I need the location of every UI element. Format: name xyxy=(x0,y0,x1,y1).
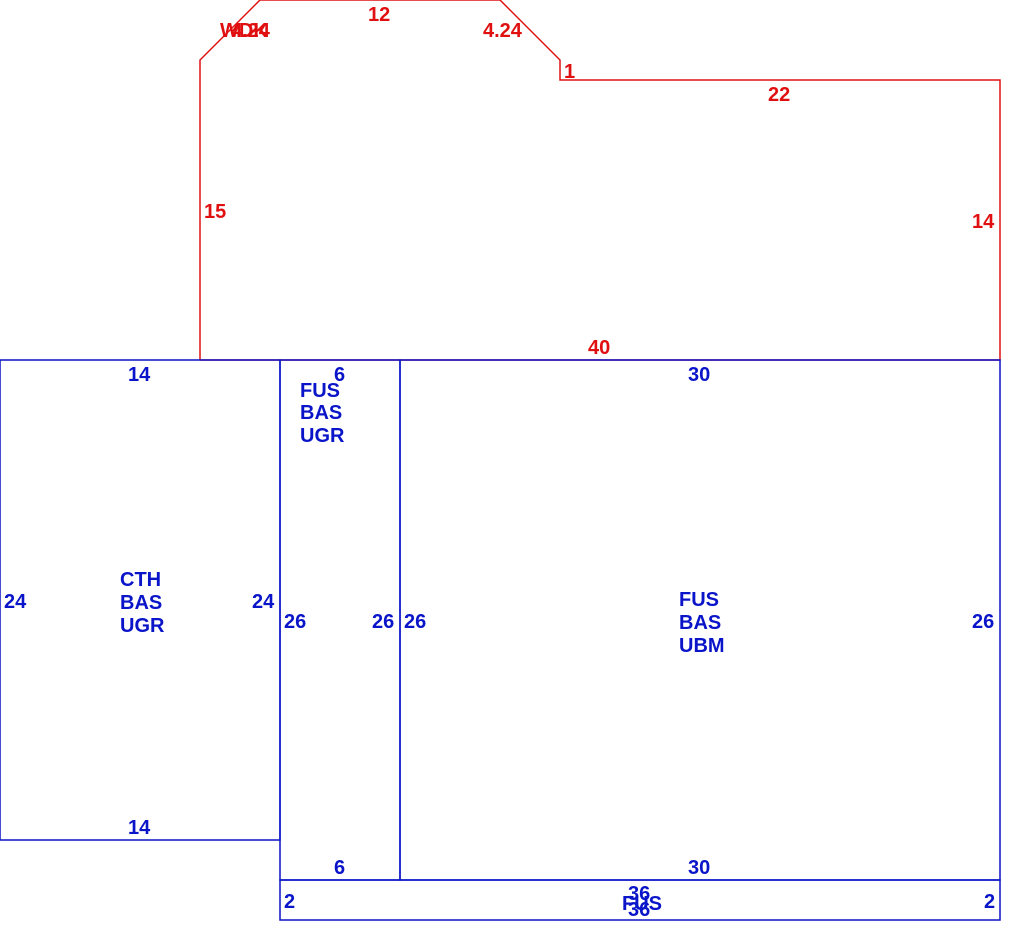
wood-deck-upper-right-dim: 22 xyxy=(768,84,790,106)
fus-ugr-bottom-dim: 6 xyxy=(334,857,345,879)
cth-code-1: CTH xyxy=(120,569,161,591)
cth-top-dim: 14 xyxy=(128,364,151,386)
fus-strip-bottom-dim: 36 xyxy=(628,899,650,921)
fus-ubm-left-dim: 26 xyxy=(404,611,426,633)
fus-ugr-code-1: FUS xyxy=(300,380,340,402)
fus-strip-left-dim: 2 xyxy=(284,891,295,913)
fus-ubm-code-2: BAS xyxy=(679,612,721,634)
cth-bottom-dim: 14 xyxy=(128,817,151,839)
fus-strip-top-dim: 36 xyxy=(628,883,650,905)
fus-ugr-code-3: UGR xyxy=(300,425,345,447)
fus-ugr-code-2: BAS xyxy=(300,402,342,424)
fus-ubm-code-3: UBM xyxy=(679,635,725,657)
fus-strip-outline xyxy=(279,879,1001,921)
fus-ubm-bottom-dim: 30 xyxy=(688,857,710,879)
fus-ugr-right-dim: 26 xyxy=(372,611,394,633)
cth-left-dim: 24 xyxy=(4,591,27,613)
cth-code-2: BAS xyxy=(120,592,162,614)
fus-ubm-top-dim: 30 xyxy=(688,364,710,386)
wood-deck-right-dim: 14 xyxy=(972,211,995,233)
wood-deck-left-dim: 15 xyxy=(204,201,226,223)
wood-deck-top-right-diag-dim: 4.24 xyxy=(483,20,523,42)
fus-ubm-right-dim: 26 xyxy=(972,611,994,633)
fus-strip-code: FUS xyxy=(622,893,662,915)
wood-deck-step-dim: 1 xyxy=(564,61,575,83)
fus-strip-right-dim: 2 xyxy=(984,891,995,913)
cth-right-dim: 24 xyxy=(252,591,275,613)
wood-deck-outline xyxy=(199,0,1001,361)
fus-ubm-code-1: FUS xyxy=(679,589,719,611)
wood-deck-top-left-diag-dim: 4.24 xyxy=(231,20,271,42)
cth-code-3: UGR xyxy=(120,615,165,637)
wood-deck-code: WDK xyxy=(220,20,268,42)
fus-ugr-top-dim: 6 xyxy=(334,364,345,386)
wood-deck-top-dim: 12 xyxy=(368,4,390,26)
wood-deck-bottom-dim: 40 xyxy=(588,337,610,359)
fus-ugr-left-dim: 26 xyxy=(284,611,306,633)
